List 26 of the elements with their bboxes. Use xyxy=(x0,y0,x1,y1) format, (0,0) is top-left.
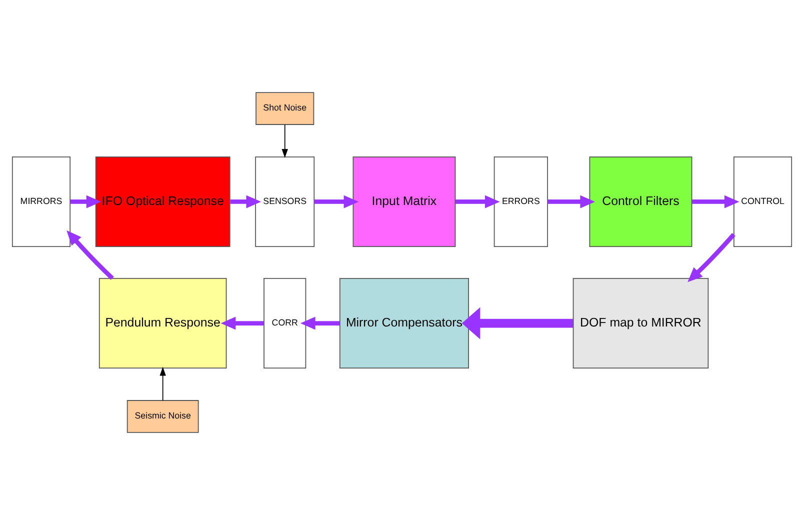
arrow xyxy=(230,195,262,208)
node-box: Mirror Compensators xyxy=(339,278,469,369)
node-box: MIRRORS xyxy=(12,156,71,247)
arrow xyxy=(548,195,596,208)
arrow xyxy=(688,233,736,282)
arrow xyxy=(300,316,340,330)
arrow xyxy=(692,195,740,208)
node-box: Control Filters xyxy=(589,156,692,247)
arrow xyxy=(456,195,500,208)
arrow xyxy=(282,124,288,158)
arrow xyxy=(160,366,166,401)
arrow xyxy=(220,316,264,330)
arrow xyxy=(462,307,573,340)
node-box: Shot Noise xyxy=(256,92,314,125)
node-box: IFO Optical Response xyxy=(95,156,230,247)
node-box: DOF map to MIRROR xyxy=(572,278,709,369)
node-box: Input Matrix xyxy=(352,156,456,247)
arrow xyxy=(66,230,114,280)
arrow xyxy=(70,195,102,208)
arrow xyxy=(314,195,359,208)
node-box: SENSORS xyxy=(255,156,315,247)
node-box: Seismic Noise xyxy=(126,400,199,433)
node-box: CORR xyxy=(264,278,306,369)
node-box: CONTROL xyxy=(733,156,792,247)
node-box: ERRORS xyxy=(494,156,548,247)
node-box: Pendulum Response xyxy=(98,278,227,369)
